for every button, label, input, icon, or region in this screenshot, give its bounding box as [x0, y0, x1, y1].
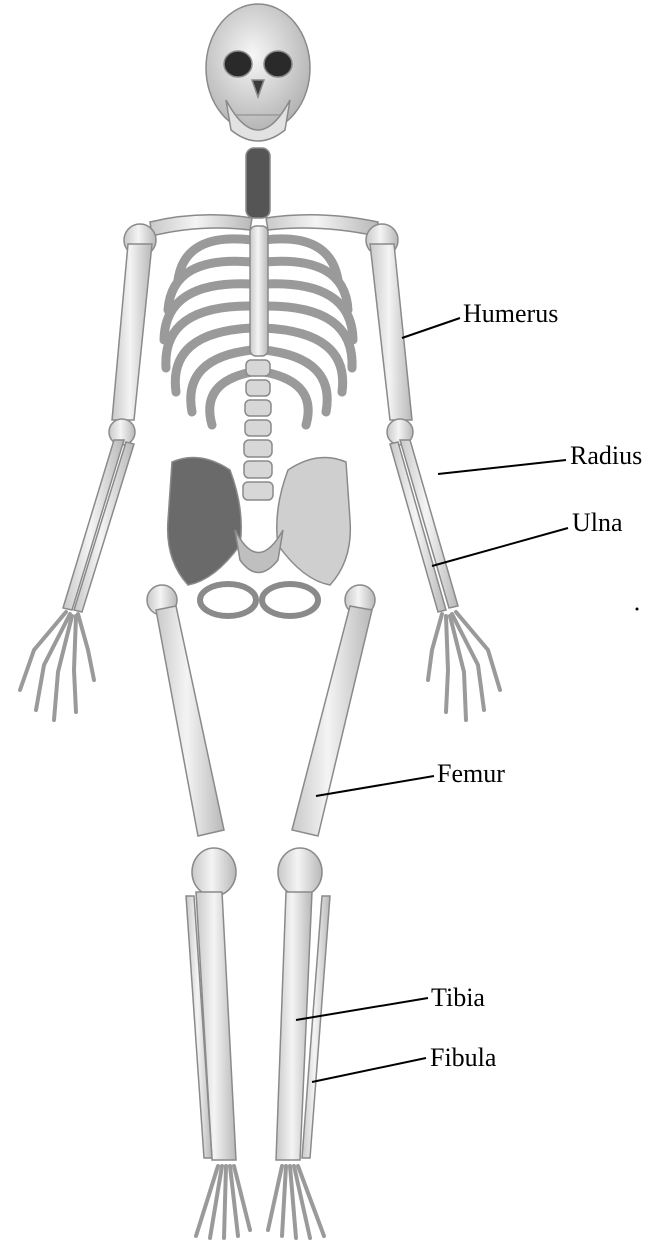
stray-dot: [636, 608, 639, 611]
right-arm: [366, 224, 458, 612]
cervical-spine: [246, 148, 270, 218]
ulna-label: Ulna: [572, 510, 623, 536]
right-leg: [276, 585, 375, 1160]
left-hand: [20, 612, 94, 720]
femur-leader: [316, 776, 434, 796]
sternum: [250, 226, 268, 356]
right-clavicle: [266, 215, 378, 236]
humerus-leader: [402, 318, 460, 338]
left-humerus: [112, 244, 152, 420]
left-clavicle: [150, 215, 252, 236]
spine: [243, 360, 273, 500]
right-eye-socket: [264, 51, 292, 77]
ulna-leader: [432, 528, 568, 566]
left-arm: [63, 224, 156, 612]
right-hand: [428, 612, 500, 720]
humerus-label: Humerus: [463, 301, 558, 327]
skull: [206, 4, 310, 141]
fibula-label: Fibula: [430, 1045, 496, 1071]
right-humerus: [370, 244, 412, 420]
radius-leader: [438, 460, 566, 474]
left-patella: [192, 848, 236, 896]
left-foot: [196, 1166, 250, 1238]
tibia-label: Tibia: [431, 985, 485, 1011]
fibula-leader: [312, 1058, 426, 1082]
femur-label: Femur: [437, 761, 505, 787]
left-femur: [156, 606, 224, 836]
right-femur: [292, 606, 372, 836]
radius-label: Radius: [570, 443, 642, 469]
right-foot: [268, 1166, 324, 1238]
right-patella: [278, 848, 322, 896]
left-leg: [147, 585, 236, 1160]
left-eye-socket: [224, 51, 252, 77]
